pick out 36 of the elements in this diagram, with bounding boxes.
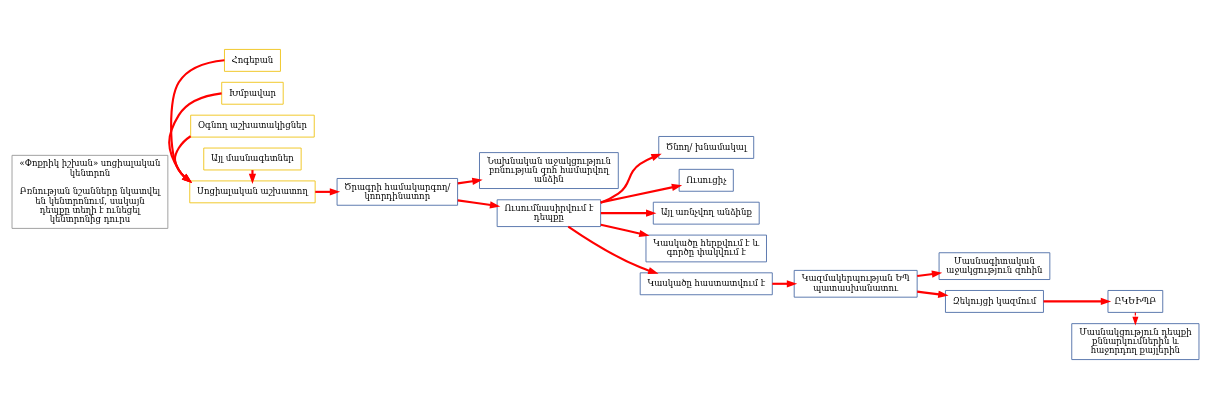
arrow	[600, 223, 650, 238]
node-box: Այլ առնչվող անձինք	[652, 201, 760, 225]
node-box: Սոցիալական աշխատող	[189, 180, 316, 204]
node-box: Մասնակցություն դեպքի քննարկումներին և հաջորդող քայլերին	[1071, 323, 1200, 361]
node-box: Այլ մասնագետներ	[203, 147, 302, 171]
arrow	[170, 59, 225, 184]
arrow	[315, 188, 341, 196]
arrow	[917, 270, 943, 278]
arrow	[772, 280, 798, 288]
arrow	[457, 177, 483, 185]
node-box: Ծրագրի համակարգող/ կոորդինատոր	[336, 178, 459, 206]
node-box: Մասնագիտական աջակցություն զոհին	[938, 252, 1051, 280]
node-box: Զեկույցի կազմում	[945, 290, 1044, 313]
arrow	[173, 135, 193, 184]
node-box: Կազմակերպության ԵՊ պատասխանատու	[793, 269, 918, 298]
node-box: Ուսումնասիրվում է դեպքը	[496, 199, 602, 228]
node-box: Կասկածը հաստատվում է	[639, 272, 773, 296]
node-box: Ուսուցիչ	[678, 168, 734, 192]
arrow	[600, 153, 662, 204]
arrow	[1043, 297, 1112, 306]
node-box: «Փոքրիկ իշխան» սոցիալական կենտրոն Բռնության նշանները նկատվել են կենտրոնում, սակայն դեպքը տեղի է ունեցել կենտրոնից դուրս	[11, 154, 169, 229]
node-box: Նախնական աջակցություն բռնության զոհ համարվող անձին	[479, 152, 619, 189]
node-box: ԸԿԵԻՊԲ	[1107, 290, 1164, 313]
arrow	[248, 170, 257, 185]
node-box: Հոգեբան	[224, 48, 281, 72]
arrow	[457, 199, 501, 209]
node-box: Ծնող/ խնամակալ	[658, 136, 755, 159]
node-box: Կասկածը հերքվում է և գործը փակվում է	[645, 234, 767, 263]
arrow	[1132, 311, 1139, 326]
arrow	[600, 209, 657, 217]
node-box: Օգնող աշխատակիցներ	[190, 114, 315, 138]
arrow	[567, 225, 659, 275]
node-box: Խմբավար	[221, 81, 284, 105]
arrow	[600, 183, 683, 204]
arrow	[917, 290, 949, 298]
arrow	[168, 92, 222, 184]
